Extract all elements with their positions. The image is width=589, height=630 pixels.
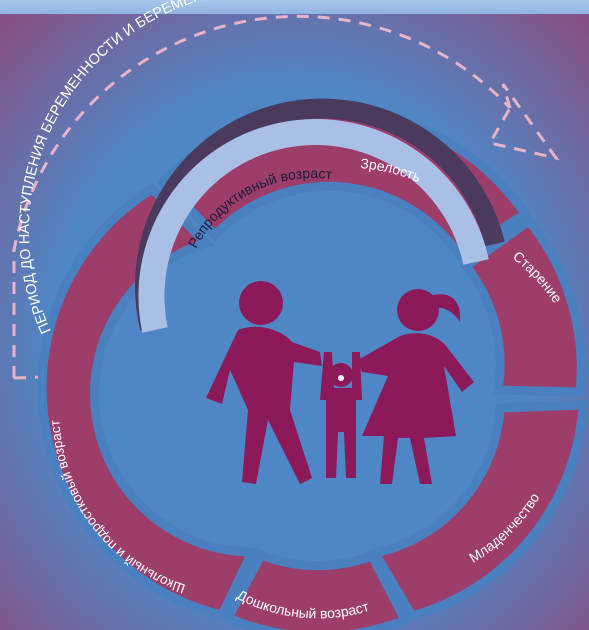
segment-infancy <box>367 400 588 622</box>
mother-body-icon <box>358 333 474 484</box>
segment-aging <box>459 214 586 397</box>
mother-ponytail-icon <box>430 294 461 322</box>
father-head-icon <box>239 281 283 325</box>
family-icon <box>206 281 474 484</box>
reproductive-band <box>134 98 505 333</box>
mother-head-icon <box>397 289 439 331</box>
child-body-icon <box>320 352 362 478</box>
child-face-dot-icon <box>338 375 344 381</box>
top-band <box>0 0 589 14</box>
segment-preschool <box>221 549 412 630</box>
father-body-icon <box>206 326 322 484</box>
